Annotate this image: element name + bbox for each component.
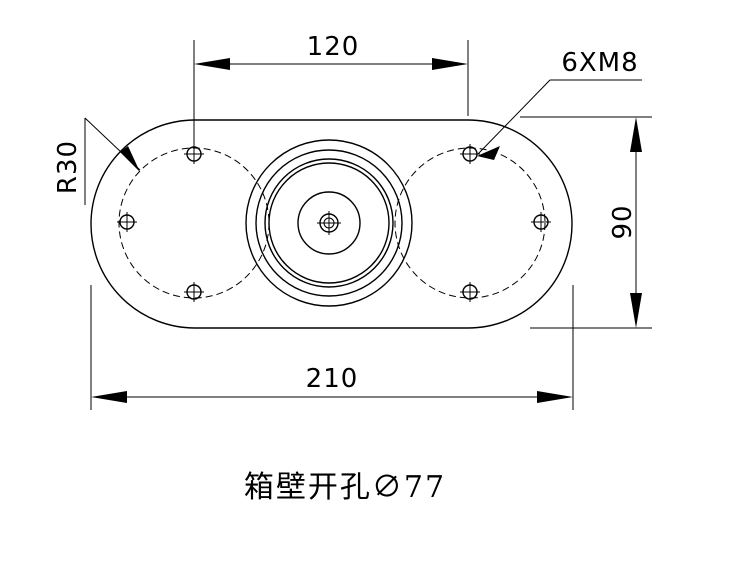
bolt-spec-label: 6XM8	[561, 48, 638, 78]
radius-leader	[84, 117, 141, 205]
dimension-210-label: 210	[306, 364, 359, 394]
bolt-leader	[477, 79, 642, 160]
center-outer-ring	[245, 139, 413, 307]
dimension-90	[520, 116, 652, 329]
center-hub	[297, 191, 361, 255]
center-ring-2	[255, 149, 403, 297]
center-ring-4	[268, 162, 390, 284]
flange-outline	[90, 119, 573, 329]
dimension-120	[193, 40, 469, 150]
right-bolt-circle	[394, 147, 546, 299]
drawing-caption: 箱壁开孔∅77	[243, 470, 447, 505]
radius-label: R30	[53, 140, 83, 194]
dimension-120-label: 120	[307, 32, 360, 62]
center-ring-3	[264, 158, 394, 288]
right-bolt-holes	[460, 144, 551, 302]
left-bolt-holes	[117, 144, 204, 302]
dimension-210	[90, 285, 574, 410]
dimension-90-label: 90	[608, 204, 638, 239]
